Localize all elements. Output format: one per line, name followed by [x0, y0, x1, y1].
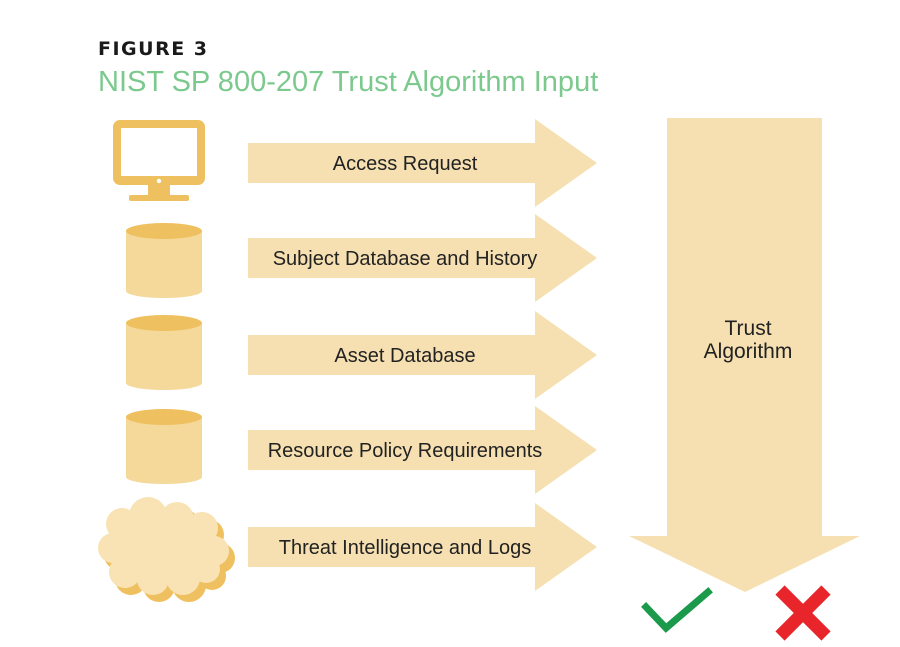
cross-icon: [775, 585, 831, 641]
input-arrow: Threat Intelligence and Logs: [248, 503, 597, 591]
algorithm-label-line1: Trust: [724, 317, 771, 340]
input-arrow: Asset Database: [248, 311, 597, 399]
database-icon: [126, 409, 202, 484]
input-label-access-request: Access Request: [333, 153, 478, 175]
database-icon: [126, 315, 202, 390]
monitor-icon: [113, 120, 205, 201]
trust-algorithm-arrow: Trust Algorithm: [629, 118, 860, 592]
input-label-asset-database: Asset Database: [334, 345, 475, 367]
input-label-resource-policy: Resource Policy Requirements: [268, 440, 543, 462]
figure-title: NIST SP 800-207 Trust Algorithm Input: [98, 66, 599, 98]
input-label-threat-intelligence: Threat Intelligence and Logs: [279, 537, 531, 559]
cloud-icon: [98, 497, 235, 602]
input-arrow: Subject Database and History: [248, 214, 597, 302]
figure-label: FIGURE 3: [98, 38, 209, 60]
database-icon: [126, 223, 202, 298]
input-arrow: Access Request: [248, 119, 597, 207]
input-arrow: Resource Policy Requirements: [248, 406, 597, 494]
algorithm-label-line2: Algorithm: [704, 340, 793, 363]
check-icon: [641, 587, 713, 633]
input-label-subject-database: Subject Database and History: [273, 248, 538, 270]
